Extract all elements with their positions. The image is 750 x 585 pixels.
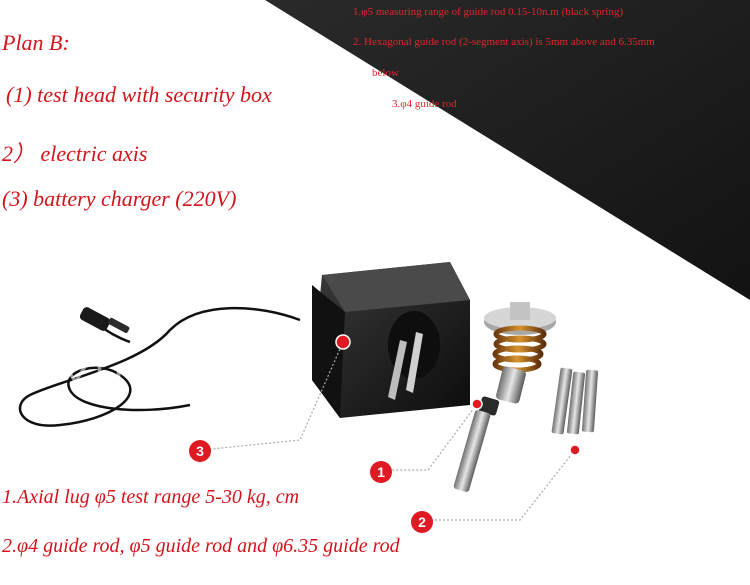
watermark: YUNLINLI (62, 358, 291, 402)
spec-line-4: 3.φ4 guide rod (392, 98, 457, 110)
feature-line-2: 2.φ4 guide rod, φ5 guide rod and φ6.35 g… (2, 535, 400, 557)
callout-badge-3: 3 (189, 440, 211, 462)
feature-line-1: 1.Axial lug φ5 test range 5-30 kg, cm (2, 486, 300, 508)
plan-item-battery-charger: (3) battery charger (220V) (2, 186, 237, 211)
callout-badge-2: 2 (411, 511, 433, 533)
callout-lines (201, 341, 576, 521)
dc-plug (79, 307, 130, 333)
dark-background-panel (265, 0, 750, 300)
battery-charger (312, 262, 470, 418)
guide-rods (551, 367, 599, 435)
plan-item-test-head: (1) test head with security box (6, 82, 272, 107)
plan-title: Plan B: (2, 30, 70, 55)
spec-line-2: 2. Hexagonal guide rod (2-segment axis) … (353, 36, 655, 48)
spec-line-3: below (372, 67, 399, 79)
plan-item-electric-axis: 2） electric axis (2, 141, 148, 166)
test-head (453, 302, 556, 492)
callout-badge-1: 1 (370, 461, 392, 483)
callout-dots (335, 334, 581, 456)
spec-line-1: 1.φ5 measuring range of guide rod 0.15-1… (353, 6, 623, 18)
